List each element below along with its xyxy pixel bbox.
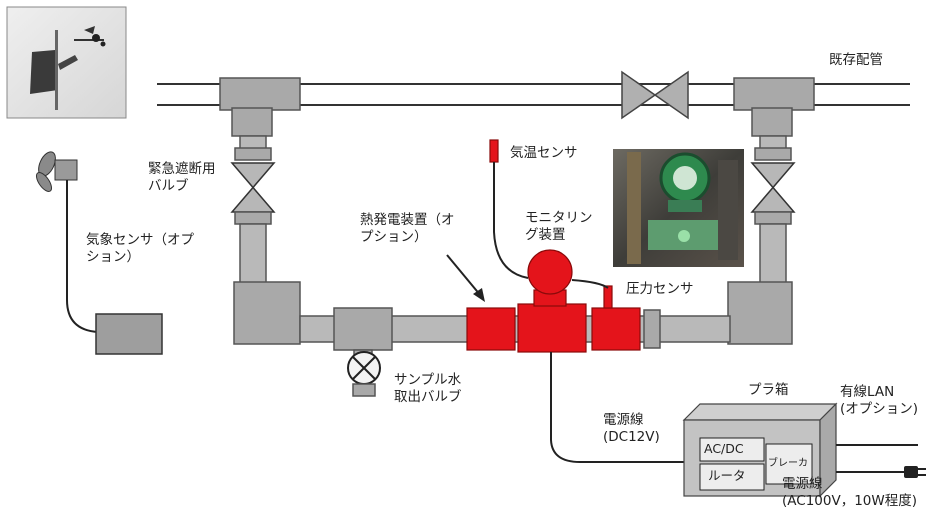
plastic-box-label: プラ箱 bbox=[748, 382, 789, 398]
monitoring-device-photo bbox=[613, 149, 744, 267]
ac-dc-label: AC/DC bbox=[704, 441, 744, 456]
existing-pipe-valve bbox=[621, 70, 689, 120]
ac-power-line-label: 電源線 (AC100V，10W程度) bbox=[782, 476, 917, 509]
monitoring-device-label: モニタリン グ装置 bbox=[525, 210, 593, 243]
dc-power-line-label: 電源線 (DC12V) bbox=[603, 412, 660, 445]
dc-power-line bbox=[550, 352, 688, 463]
emergency-shutoff-valve bbox=[230, 147, 276, 225]
temperature-sensor-label: 気温センサ bbox=[510, 145, 578, 161]
weather-sensor-label: 気象センサ（オプ ション） bbox=[86, 232, 194, 265]
monitoring-device bbox=[466, 249, 641, 353]
sample-water-valve bbox=[347, 351, 381, 397]
thermo-generator-arrow bbox=[446, 254, 485, 302]
pressure-sensor-label: 圧力センサ bbox=[626, 281, 694, 297]
plastic-box bbox=[682, 402, 838, 498]
breaker-label: ブレーカ bbox=[768, 458, 808, 469]
weather-station-photo bbox=[6, 6, 127, 119]
weather-sensor bbox=[35, 151, 163, 355]
router-label: ルータ bbox=[708, 468, 746, 483]
existing-pipe-label: 既存配管 bbox=[829, 52, 883, 68]
thermo-generator-label: 熱発電装置（オ プション） bbox=[360, 212, 455, 245]
right-vertical-pipe bbox=[727, 223, 793, 345]
left-tee-fitting bbox=[219, 77, 301, 151]
emergency-valve-label: 緊急遮断用 バルブ bbox=[148, 161, 216, 194]
wired-lan-label: 有線LAN (オプション) bbox=[840, 384, 919, 417]
right-tee-fitting bbox=[733, 77, 815, 151]
pressure-sensor-wire bbox=[571, 279, 609, 289]
right-valve bbox=[750, 147, 796, 225]
sample-valve-label: サンプル水 取出バルブ bbox=[394, 372, 462, 405]
left-vertical-pipe bbox=[233, 223, 301, 345]
ac-power-plug bbox=[836, 466, 926, 478]
temperature-sensor bbox=[489, 139, 529, 279]
